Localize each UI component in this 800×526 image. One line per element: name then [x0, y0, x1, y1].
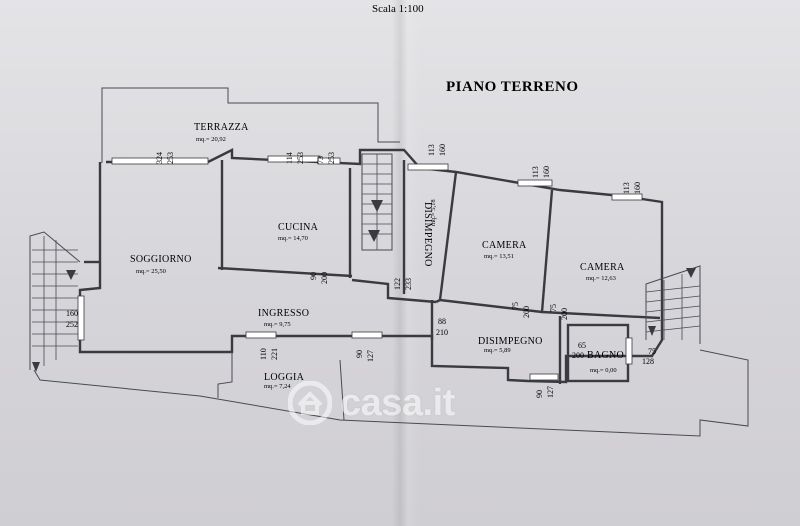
- svg-text:160: 160: [66, 309, 78, 318]
- room-name-terrazza: TERRAZZA: [194, 122, 249, 133]
- staircase-right: [645, 265, 701, 344]
- svg-text:65: 65: [578, 341, 586, 350]
- opening-dim-88-210: 88 210: [436, 317, 448, 337]
- svg-text:114: 114: [285, 152, 294, 164]
- opening-dim-113-160-c: 113 160: [622, 182, 642, 194]
- opening-dim-75-200-camera1: 75 200: [511, 302, 531, 318]
- room-name-disimpegno-bottom: DISIMPEGNO: [478, 336, 543, 347]
- opening-dim-110-221: 110 221: [259, 348, 279, 360]
- svg-text:90: 90: [309, 272, 318, 280]
- opening-dim-113-160-b: 113 160: [531, 166, 551, 178]
- svg-text:122: 122: [393, 278, 402, 290]
- svg-text:160: 160: [542, 166, 551, 178]
- svg-text:233: 233: [404, 278, 413, 290]
- staircase-left: [29, 231, 81, 372]
- outer-wall: [78, 148, 664, 384]
- room-name-cucina: CUCINA: [278, 222, 319, 233]
- wall-cucina-bottom: [217, 266, 353, 278]
- opening-dim-90-127-disimpegno: 90 127: [535, 386, 555, 398]
- terrazza-outline: [101, 87, 400, 163]
- opening-dim-75-200-camera2: 75 200: [549, 304, 569, 320]
- svg-text:113: 113: [427, 144, 436, 156]
- wall-ingresso-top: [351, 278, 437, 304]
- opening-dim-114-253: 114 253: [285, 152, 305, 164]
- opening-dim-90-200-cucina: 90 200: [309, 272, 329, 284]
- svg-text:160: 160: [633, 182, 642, 194]
- room-area-disimpegno-top: mq.= 5,18: [430, 199, 437, 226]
- house-circle-icon: [288, 381, 332, 425]
- svg-text:113: 113: [622, 182, 631, 194]
- svg-text:75: 75: [648, 347, 656, 356]
- svg-text:73: 73: [316, 156, 325, 164]
- svg-text:324: 324: [155, 152, 164, 164]
- svg-text:200: 200: [560, 308, 569, 320]
- opening-dim-75-128: 75 128: [642, 347, 656, 366]
- room-name-ingresso: INGRESSO: [258, 308, 309, 319]
- room-area-camera-1: mq.= 13,51: [484, 253, 514, 260]
- svg-text:90: 90: [355, 350, 364, 358]
- svg-text:128: 128: [642, 357, 654, 366]
- watermark-text: casa.it: [340, 381, 455, 424]
- room-name-camera-1: CAMERA: [482, 240, 527, 251]
- wall-camera-bottom: [435, 298, 661, 320]
- window-marks: [77, 155, 643, 381]
- room-area-ingresso: mq.= 9,75: [264, 321, 291, 328]
- svg-text:253: 253: [296, 152, 305, 164]
- svg-text:200: 200: [522, 306, 531, 318]
- room-name-disimpegno-top: DISIMPEGNO: [422, 202, 433, 267]
- loggia-outline: [33, 349, 749, 437]
- watermark: casa.it: [288, 378, 455, 428]
- wall-camera-divider: [540, 189, 554, 313]
- ground-step: [339, 359, 345, 421]
- staircase-interior: [361, 153, 393, 251]
- wall-camera1-left: [438, 171, 458, 301]
- opening-dim-90-127-ingresso: 90 127: [355, 350, 375, 362]
- opening-dim-113-160-a: 113 160: [427, 144, 447, 156]
- svg-text:160: 160: [438, 144, 447, 156]
- room-area-terrazza: mq.= 20,92: [196, 136, 226, 143]
- room-name-soggiorno: SOGGIORNO: [130, 254, 192, 265]
- plan-title: PIANO TERRENO: [446, 79, 579, 95]
- svg-text:127: 127: [546, 386, 555, 398]
- opening-dim-122-233: 122 233: [393, 278, 413, 290]
- svg-text:127: 127: [366, 350, 375, 362]
- svg-text:113: 113: [531, 166, 540, 178]
- svg-text:90: 90: [535, 390, 544, 398]
- room-area-bagno: mq.= 0,00: [590, 367, 617, 374]
- svg-text:110: 110: [259, 348, 268, 360]
- room-name-camera-2: CAMERA: [580, 262, 625, 273]
- svg-text:252: 252: [66, 320, 78, 329]
- room-area-soggiorno: mq.= 25,50: [136, 268, 166, 275]
- svg-text:210: 210: [436, 328, 448, 337]
- loggia-inner: [217, 352, 233, 398]
- opening-dim-73-253: 73 253: [316, 152, 336, 164]
- svg-text:200: 200: [320, 272, 329, 284]
- svg-text:200: 200: [572, 351, 584, 360]
- opening-dim-65-200: 65 200: [572, 341, 586, 360]
- svg-text:75: 75: [549, 304, 558, 312]
- svg-text:88: 88: [438, 317, 446, 326]
- room-name-loggia: LOGGIA: [264, 372, 305, 383]
- room-name-bagno: BAGNO: [587, 350, 624, 361]
- svg-text:253: 253: [327, 152, 336, 164]
- svg-text:253: 253: [166, 152, 175, 164]
- room-area-camera-2: mq.= 12,63: [586, 275, 616, 282]
- svg-text:75: 75: [511, 302, 520, 310]
- room-area-disimpegno-bottom: mq.= 5,89: [484, 347, 511, 354]
- room-area-loggia: mq.= 7,24: [264, 383, 291, 390]
- svg-text:221: 221: [270, 348, 279, 360]
- opening-dim-160-252: 160 252: [66, 309, 78, 329]
- room-area-cucina: mq.= 14,70: [278, 235, 308, 242]
- scale-label: Scala 1:100: [372, 3, 424, 15]
- opening-dim-324-253: 324 253: [155, 152, 175, 164]
